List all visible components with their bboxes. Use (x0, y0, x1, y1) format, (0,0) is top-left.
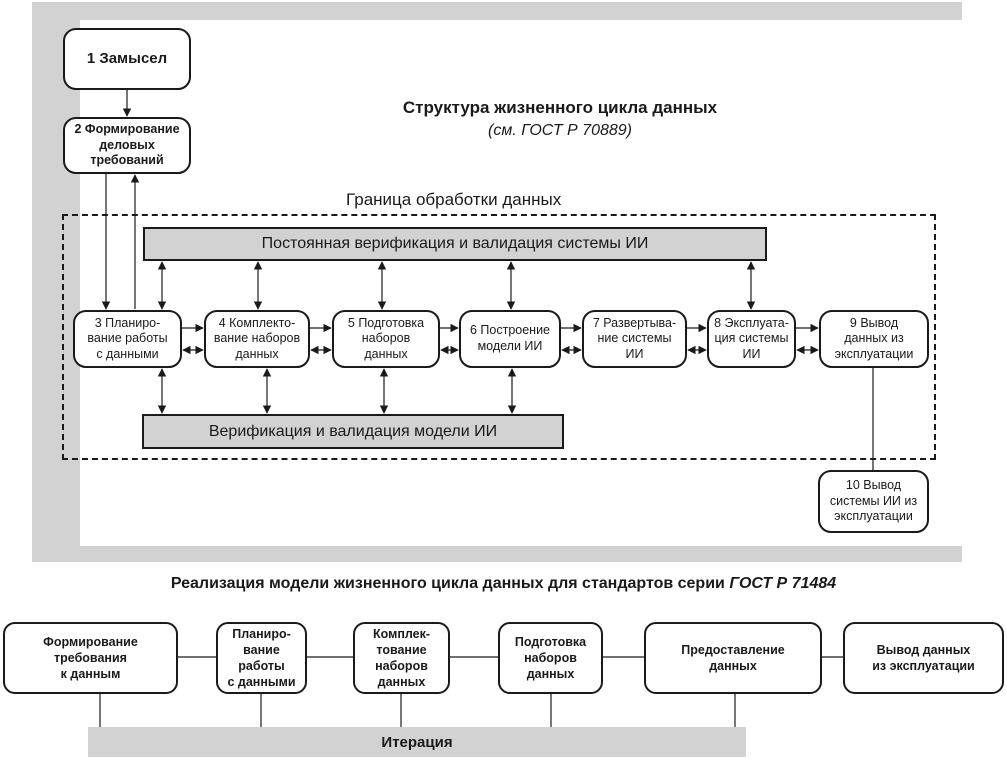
bottom-title-standard: ГОСТ Р 71484 (729, 575, 837, 592)
stage-7-label: 7 Развертыва- ние системы ИИ (592, 315, 677, 361)
top-diagram-title: Структура жизненного цикла данных (402, 98, 718, 117)
impl-stage-provision: Предоставление данных (644, 622, 822, 694)
impl-stage-decommission: Вывод данных из эксплуатации (843, 622, 1004, 694)
top-diagram-subtitle: (см. ГОСТ Р 70889) (488, 122, 632, 139)
stage-5-label: 5 Подготовка наборов данных (347, 315, 425, 361)
impl-stage-4-label: Подготовка наборов данных (514, 634, 587, 682)
iteration-bar: Итерация (88, 727, 746, 757)
stage-1-concept: 1 Замысел (63, 28, 191, 90)
model-verification-validation-bar: Верификация и валидация модели ИИ (142, 414, 564, 449)
stage-3-label: 3 Планиро- вание работы с данными (87, 315, 168, 361)
stage-3: 3 Планиро- вание работы с данными (73, 310, 182, 368)
data-processing-boundary-label: Граница обработки данных (346, 190, 562, 209)
stage-9: 9 Вывод данных из эксплуатации (819, 310, 929, 368)
impl-stage-planning: Планиро- вание работы с данными (216, 622, 307, 694)
system-vv-label: Постоянная верификация и валидация систе… (261, 235, 649, 252)
impl-stage-3-label: Комплек- тование наборов данных (372, 626, 431, 690)
impl-stage-acquisition: Комплек- тование наборов данных (353, 622, 450, 694)
system-verification-validation-bar: Постоянная верификация и валидация систе… (143, 227, 767, 261)
stage-5: 5 Подготовка наборов данных (332, 310, 440, 368)
stage-9-label: 9 Вывод данных из эксплуатации (834, 315, 914, 361)
stage-6-label: 6 Построение модели ИИ (469, 323, 551, 353)
stage-8: 8 Эксплуата- ция системы ИИ (707, 310, 796, 368)
impl-stage-5-label: Предоставление данных (681, 642, 785, 673)
bottom-title-text: Реализация модели жизненного цикла данны… (170, 575, 730, 592)
stage-1-label: 1 Замысел (86, 49, 168, 67)
stage-4: 4 Комплекто- вание наборов данных (204, 310, 310, 368)
model-vv-label: Верификация и валидация модели ИИ (208, 422, 498, 440)
impl-stage-requirements: Формирование требования к данным (3, 622, 178, 694)
impl-stage-2-label: Планиро- вание работы с данными (227, 626, 296, 690)
stage-10: 10 Вывод системы ИИ из эксплуатации (818, 470, 929, 533)
stage-7: 7 Развертыва- ние системы ИИ (582, 310, 687, 368)
stage-2-label: 2 Формирование деловых требований (74, 122, 180, 168)
impl-stage-1-label: Формирование требования к данным (43, 634, 138, 682)
top-diagram-frame (32, 2, 980, 562)
stage-6: 6 Построение модели ИИ (459, 310, 561, 368)
bottom-diagram-title: Реализация модели жизненного цикла данны… (0, 575, 1007, 593)
data-processing-boundary (62, 214, 936, 460)
stage-8-label: 8 Эксплуата- ция системы ИИ (714, 315, 789, 361)
impl-stage-preparation: Подготовка наборов данных (498, 622, 603, 694)
stage-10-label: 10 Вывод системы ИИ из эксплуатации (829, 478, 918, 524)
impl-stage-6-label: Вывод данных из эксплуатации (872, 642, 975, 673)
stage-4-label: 4 Комплекто- вание наборов данных (213, 315, 301, 361)
stage-2-business-requirements: 2 Формирование деловых требований (63, 117, 191, 174)
iteration-label: Итерация (381, 733, 453, 751)
